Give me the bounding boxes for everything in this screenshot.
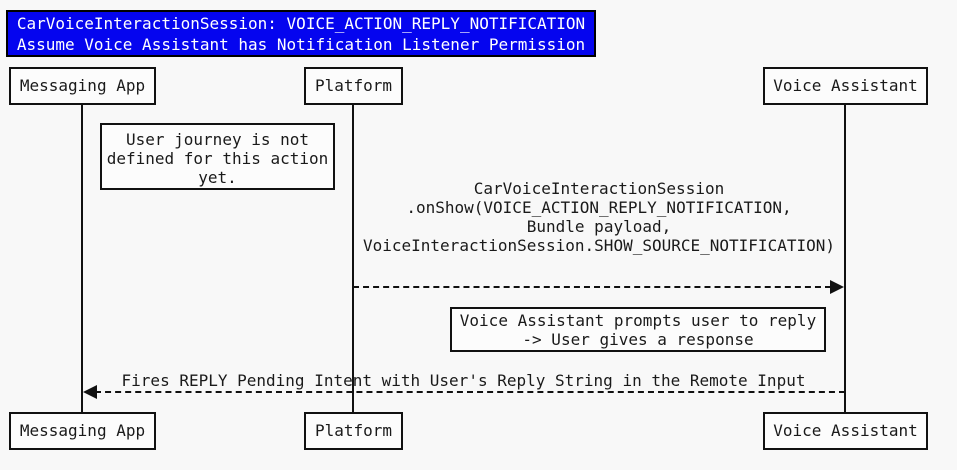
actor-box-messaging-app-top: Messaging App <box>9 67 156 105</box>
diagram-title-line: CarVoiceInteractionSession: VOICE_ACTION… <box>16 14 586 33</box>
note-voice-assistant-prompts: Voice Assistant prompts user to reply ->… <box>450 307 826 352</box>
arrowhead-left-icon <box>83 385 97 399</box>
arrow-voice-assistant-to-messaging-app <box>95 391 845 393</box>
lifeline-platform <box>352 105 354 412</box>
message-line: VoiceInteractionSession.SHOW_SOURCE_NOTI… <box>362 236 835 255</box>
note-line: -> User gives a response <box>522 330 754 349</box>
message-line: Bundle payload, <box>526 217 672 236</box>
actor-box-platform-bottom: Platform <box>304 412 403 450</box>
message-fires-reply-label: Fires REPLY Pending Intent with User's R… <box>82 371 845 390</box>
message-line: CarVoiceInteractionSession <box>473 179 725 198</box>
actor-box-voice-assistant-top: Voice Assistant <box>763 67 928 105</box>
note-user-journey: User journey is not defined for this act… <box>100 123 335 190</box>
note-line: Voice Assistant prompts user to reply <box>459 311 817 330</box>
note-line: defined for this action <box>106 149 329 168</box>
diagram-title-box: CarVoiceInteractionSession: VOICE_ACTION… <box>6 10 596 57</box>
arrowhead-right-icon <box>830 280 844 294</box>
actor-box-voice-assistant-bottom: Voice Assistant <box>763 412 928 450</box>
note-line: User journey is not <box>125 130 310 149</box>
message-onshow-label: CarVoiceInteractionSession .onShow(VOICE… <box>353 179 845 255</box>
message-line: .onShow(VOICE_ACTION_REPLY_NOTIFICATION, <box>406 198 792 217</box>
lifeline-voice-assistant <box>844 105 846 412</box>
message-line: Fires REPLY Pending Intent with User's R… <box>121 371 806 390</box>
arrow-platform-to-voice-assistant <box>353 286 831 288</box>
actor-box-messaging-app-bottom: Messaging App <box>9 412 156 450</box>
note-line: yet. <box>198 168 237 187</box>
lifeline-messaging-app <box>81 105 83 412</box>
diagram-title-line: Assume Voice Assistant has Notification … <box>16 35 586 54</box>
actor-box-platform-top: Platform <box>304 67 403 105</box>
